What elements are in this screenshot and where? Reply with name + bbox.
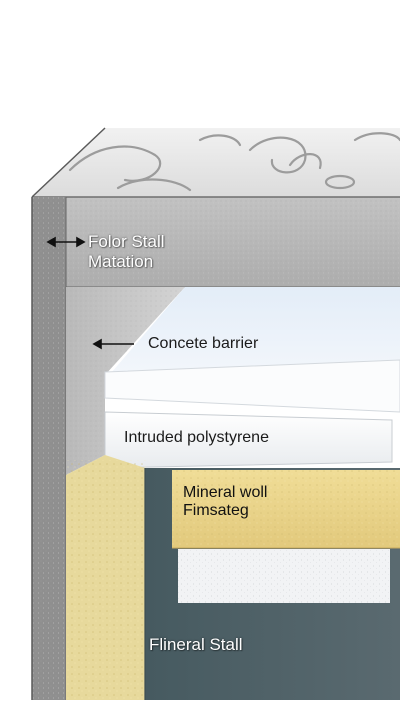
concrete-barrier-label: Concete barrier xyxy=(148,335,259,352)
extruded-polystyrene-board xyxy=(104,411,393,469)
mineral-wool-label-line2: Fimsateg xyxy=(183,502,249,520)
floor-stall-label-line2: Matation xyxy=(88,251,154,271)
floor-stall-label: Folor Stall Matation xyxy=(88,232,165,271)
floor-stall-label-line1: Folor Stall xyxy=(88,232,165,251)
floor-stall-arrow xyxy=(46,236,86,248)
foam-slab-upper xyxy=(104,359,400,413)
extruded-polystyrene-label: Intruded polystyrene xyxy=(124,429,269,446)
mineral-wool-label: Mineral woll Fimsateg xyxy=(183,484,267,521)
concrete-barrier-arrow xyxy=(92,338,134,350)
mineral-stall-label: Flineral Stall xyxy=(149,635,243,654)
marble-swirl-pattern xyxy=(68,132,400,192)
mineral-wool-label-line1: Mineral woll xyxy=(183,484,268,501)
